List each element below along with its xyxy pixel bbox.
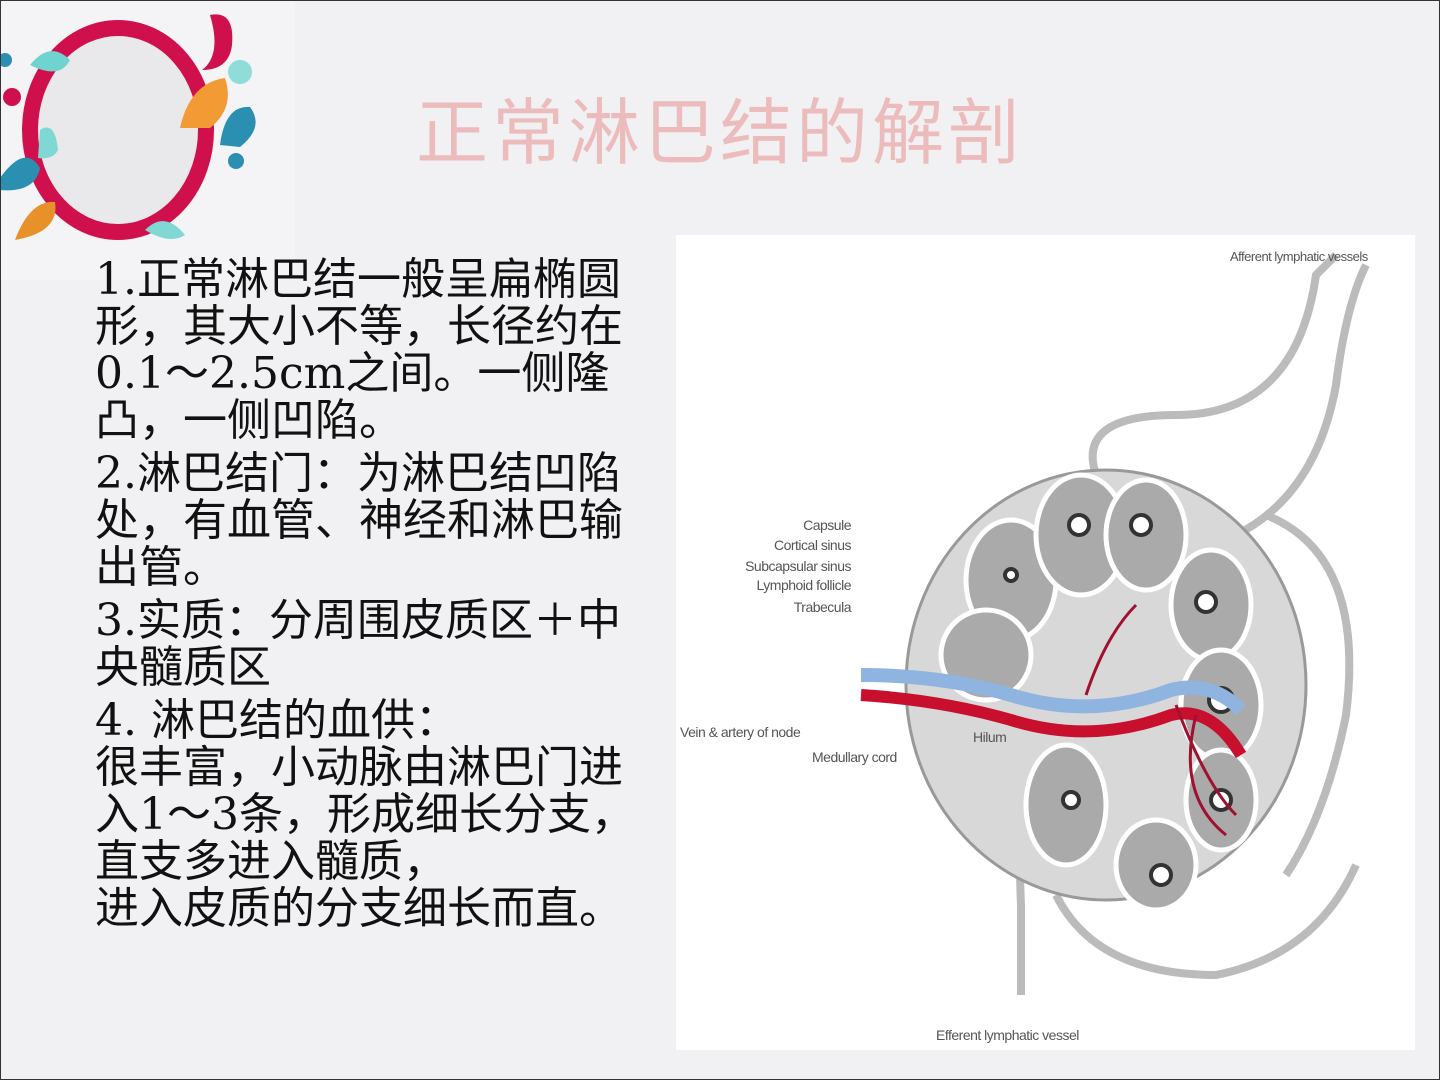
- label-capsule: Capsule: [803, 517, 851, 533]
- label-trabecula: Trabecula: [793, 599, 852, 615]
- label-medullary-cord: Medullary cord: [812, 749, 897, 765]
- slide-title: 正常淋巴结的解剖: [0, 74, 1440, 179]
- label-cortical-sinus: Cortical sinus: [773, 537, 852, 553]
- lymph-node-diagram: Afferent lymphatic vessels Capsule Corti…: [676, 235, 1415, 1050]
- paragraph-line: 很丰富，小动脉由淋巴门进: [95, 742, 623, 793]
- paragraph-line: 处，有血管、神经和淋巴输: [95, 495, 623, 546]
- paragraph-2: 2.淋巴结门：为淋巴结凹陷处，有血管、神经和淋巴输出管。: [95, 450, 685, 591]
- label-hilum: Hilum: [973, 729, 1007, 745]
- lymph-node-illustration: [860, 252, 1370, 995]
- paragraph-line: 形，其大小不等，长径约在: [95, 301, 623, 352]
- paragraph-line: 直支多进入髓质，: [95, 836, 447, 887]
- paragraph-line: 出管。: [95, 542, 227, 593]
- label-efferent-vessel: Efferent lymphatic vessel: [936, 1027, 1079, 1043]
- decorative-ring-logo: [0, 0, 295, 280]
- paragraph-line: 2.淋巴结门：为淋巴结凹陷: [95, 448, 621, 499]
- paragraph-line: 1.正常淋巴结一般呈扁椭圆: [95, 254, 621, 305]
- slide-title-text: 正常淋巴结的解剖: [415, 91, 1024, 175]
- paragraph-4: 4. 淋巴结的血供：很丰富，小动脉由淋巴门进入1～3条，形成细长分支，直支多进入…: [95, 697, 685, 932]
- paragraph-line: 凸，一侧凹陷。: [95, 395, 403, 446]
- label-afferent-vessels: Afferent lymphatic vessels: [1230, 249, 1368, 264]
- paragraph-line: 3.实质：分周围皮质区＋中: [95, 595, 621, 646]
- paragraph-3: 3.实质：分周围皮质区＋中央髓质区: [95, 597, 685, 691]
- paragraph-line: 央髓质区: [95, 642, 271, 693]
- label-vein-artery: Vein & artery of node: [680, 724, 801, 740]
- paragraph-line: 进入皮质的分支细长而直。: [95, 883, 623, 934]
- label-subcapsular-sinus: Subcapsular sinus: [745, 558, 851, 574]
- paragraph-line: 入1～3条，形成细长分支，: [95, 789, 635, 840]
- paragraph-line: 0.1～2.5cm之间。一侧隆: [95, 348, 610, 399]
- paragraph-line: 4. 淋巴结的血供：: [95, 695, 459, 746]
- label-lymphoid-follicle: Lymphoid follicle: [756, 577, 852, 593]
